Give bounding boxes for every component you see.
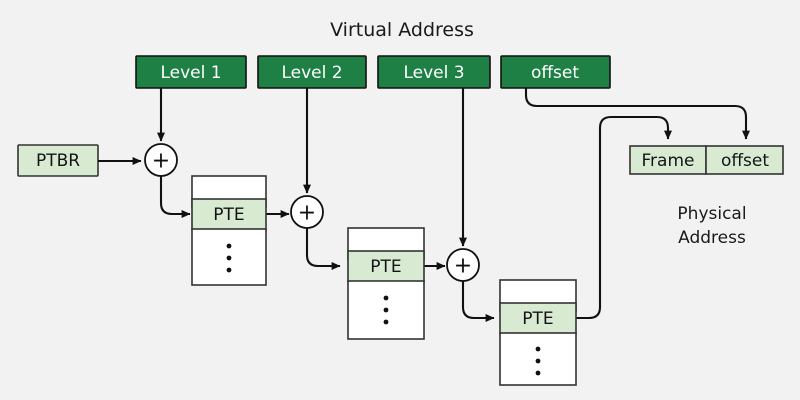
adder-2: + bbox=[290, 195, 324, 229]
adder-1: + bbox=[144, 143, 178, 177]
ptbr-register-label: PTBR bbox=[36, 151, 80, 171]
page-table-1-ellipsis-dot bbox=[226, 267, 232, 273]
page-table-2-pte-label: PTE bbox=[370, 257, 401, 277]
page-table-3-ellipsis-dot bbox=[535, 346, 541, 352]
page-table-2-row-pte[interactable] bbox=[347, 250, 425, 283]
page-table-1-row-pte[interactable] bbox=[191, 198, 267, 231]
virtual-address-field-level-3-label: Level 3 bbox=[403, 63, 464, 83]
physical-address-field-frame-box bbox=[629, 145, 707, 175]
virtual-address-field-offset-label: offset bbox=[531, 63, 579, 83]
physical-address-field-offset[interactable]: offset bbox=[705, 145, 784, 175]
virtual-address-field-level-2-box bbox=[257, 55, 367, 89]
physical-address-field-offset-box bbox=[705, 145, 784, 175]
wire-adder3-to-pagetable3 bbox=[461, 281, 495, 322]
adder-3: + bbox=[446, 248, 480, 282]
virtual-address-field-level-1[interactable]: Level 1 bbox=[135, 55, 247, 89]
adder-2-circle bbox=[290, 195, 324, 229]
page-table-2-ellipsis-dot bbox=[383, 307, 389, 313]
adder-1-label: + bbox=[152, 149, 170, 174]
page-table-3-ellipsis-dot bbox=[535, 358, 541, 364]
adder-3-label: + bbox=[454, 254, 472, 279]
page-table-1: PTE bbox=[191, 175, 267, 286]
adder-1-circle bbox=[144, 143, 178, 177]
physical-address-field-frame[interactable]: Frame bbox=[629, 145, 707, 175]
page-table-1-ellipsis-dot bbox=[226, 243, 232, 249]
page-table-3-pte-label: PTE bbox=[522, 309, 553, 329]
ptbr-register[interactable]: PTBR bbox=[17, 144, 99, 177]
physical-address-field-frame-label: Frame bbox=[642, 151, 695, 171]
page-table-2-ellipsis-dot bbox=[383, 319, 389, 325]
virtual-address-field-level-3-box bbox=[377, 55, 491, 89]
virtual-address-field-level-2-label: Level 2 bbox=[281, 63, 342, 83]
page-table-1-pte-label: PTE bbox=[213, 205, 244, 225]
virtual-address-field-offset-box bbox=[500, 55, 611, 89]
wire-pagetable3-to-frame bbox=[576, 115, 672, 320]
adder-2-label: + bbox=[298, 201, 316, 226]
page-table-2-ellipsis-dot bbox=[383, 295, 389, 301]
virtual-address-field-level-2[interactable]: Level 2 bbox=[257, 55, 367, 89]
page-table-2: PTE bbox=[347, 227, 425, 340]
wire-adder2-to-pagetable2 bbox=[305, 228, 341, 270]
adder-3-circle bbox=[446, 248, 480, 282]
wire-adder1-to-pagetable1 bbox=[159, 176, 191, 218]
page-table-3-row-pte[interactable] bbox=[499, 302, 577, 335]
virtual-address-field-level-3[interactable]: Level 3 bbox=[377, 55, 491, 89]
physical-address-field-offset-label: offset bbox=[721, 151, 769, 171]
virtual-address-field-level-1-label: Level 1 bbox=[160, 63, 221, 83]
page-title: Virtual Address bbox=[330, 19, 474, 41]
virtual-address-field-level-1-box bbox=[135, 55, 247, 89]
page-table-3: PTE bbox=[499, 279, 577, 386]
wire-offset-to-physical-offset bbox=[524, 88, 750, 140]
page-table-3-ellipsis-dot bbox=[535, 370, 541, 376]
physical-address-caption-line1: Physical bbox=[677, 204, 746, 224]
page-table-1-ellipsis-dot bbox=[226, 255, 232, 261]
physical-address-caption-line2: Address bbox=[678, 228, 746, 248]
virtual-address-field-offset[interactable]: offset bbox=[500, 55, 611, 89]
